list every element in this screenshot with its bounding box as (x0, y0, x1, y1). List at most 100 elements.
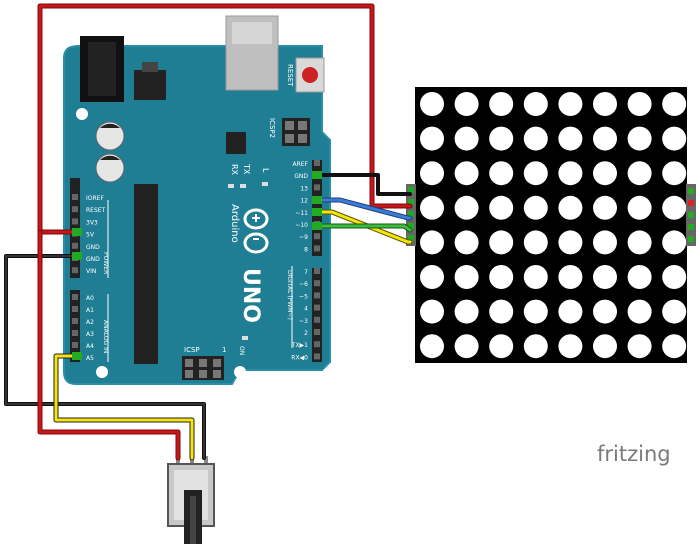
power-pin-socket[interactable] (72, 242, 78, 249)
led-dot (489, 126, 514, 151)
capacitor (95, 153, 125, 183)
digital-header-bottom (312, 268, 322, 362)
led-dot (662, 126, 687, 151)
digital-pin-socket[interactable] (314, 329, 320, 335)
uno-label: UNO (238, 268, 263, 323)
tx-label: TX (242, 163, 251, 175)
digital-pin-socket[interactable] (314, 292, 320, 299)
icsp2-header (282, 118, 310, 146)
analog-pin-socket[interactable] (72, 342, 78, 348)
digital-pin-socket[interactable] (314, 304, 320, 311)
led-dot (662, 92, 687, 116)
arduino-infinity-logo (243, 208, 269, 254)
led-dot (489, 230, 514, 255)
analog-pin-label: A0 (86, 295, 94, 302)
digital-pin-socket[interactable] (314, 316, 320, 323)
power-pin-label: 3V3 (86, 219, 98, 226)
led-dot (523, 334, 548, 359)
led-dot (489, 299, 514, 324)
led-dot (627, 230, 652, 255)
digital-pin-socket[interactable] (314, 341, 320, 348)
led-dot (420, 195, 444, 220)
digital-pin-socket[interactable] (314, 160, 320, 166)
mounting-hole (234, 366, 246, 378)
led-dot (523, 92, 548, 116)
power-pin-socket[interactable] (72, 218, 78, 225)
led-dot (454, 126, 479, 151)
led-dot (627, 92, 652, 116)
analog-pin-label: A3 (86, 331, 94, 338)
led-dot (593, 92, 617, 116)
digital-pin-label: TX▶1 (291, 342, 308, 349)
power-pin-label: 5V (86, 232, 95, 239)
led-dot (454, 230, 479, 255)
led-dot (523, 299, 548, 324)
reset-button-cap[interactable] (302, 67, 318, 83)
led-dot (627, 195, 652, 220)
power-pin-label: RESET (86, 207, 106, 214)
digital-pin-label: ~11 (295, 210, 308, 217)
fritzing-watermark: fritzing (597, 442, 671, 466)
led-dot (627, 334, 652, 359)
voltage-regulator (134, 70, 166, 100)
digital-pin-label: ~10 (295, 222, 308, 229)
led-dot (593, 265, 617, 289)
digital-pin-socket[interactable] (314, 233, 320, 240)
power-pin-label: GND (86, 256, 100, 263)
on-led-label: ON (238, 346, 245, 355)
led-dot (523, 195, 548, 220)
power-pin-socket[interactable] (72, 267, 78, 274)
digital-pin-socket[interactable] (314, 184, 320, 191)
digital-pin-label: 12 (300, 198, 308, 205)
digital-pin-label: RX◀0 (291, 354, 308, 361)
led-dot (593, 334, 617, 359)
wire-gnd-matrix (316, 173, 412, 196)
wires (4, 3, 413, 461)
analog-pin-socket[interactable] (72, 330, 78, 336)
led-dot (523, 230, 548, 255)
led-dot (627, 126, 652, 151)
digital-pin-label: 13 (300, 185, 308, 192)
led-dot (523, 126, 548, 151)
led-dot (662, 265, 687, 289)
digital-pin-socket[interactable] (314, 280, 320, 287)
potentiometer (167, 456, 215, 544)
led-dot (662, 161, 687, 186)
led-dot (420, 161, 444, 186)
analog-pin-socket[interactable] (72, 294, 78, 300)
led-dot (593, 126, 617, 151)
led-dot (489, 265, 514, 289)
digital-pin-socket[interactable] (314, 353, 320, 360)
led-dot (593, 195, 617, 220)
power-pin-label: GND (86, 244, 100, 251)
led-matrix-8x8 (406, 87, 696, 363)
power-pin-socket[interactable] (72, 194, 78, 200)
led-dot (558, 161, 583, 186)
led-dot (454, 334, 479, 359)
led-dot (420, 334, 444, 359)
power-pin-socket[interactable] (72, 206, 78, 213)
digital-pin-socket[interactable] (314, 245, 320, 252)
led-dot (454, 299, 479, 324)
analog-pin-label: A5 (86, 355, 94, 362)
led-dot (523, 161, 548, 186)
analog-pin-label: A4 (86, 343, 94, 350)
atmega-chip (134, 184, 158, 364)
digital-pin-label: 2 (304, 330, 308, 337)
led-dot (420, 126, 444, 151)
digital-pin-label: AREF (292, 161, 308, 168)
l-led-label: L (261, 168, 270, 173)
analog-pin-socket[interactable] (72, 306, 78, 312)
led-dot (420, 265, 444, 289)
led-dot (558, 230, 583, 255)
analog-pin-socket[interactable] (72, 318, 78, 324)
digital-pin-socket[interactable] (314, 268, 320, 274)
led-dot (489, 195, 514, 220)
icsp-label: ICSP (184, 346, 200, 354)
led-dot (420, 299, 444, 324)
led-dot (662, 230, 687, 255)
reset-label: RESET (286, 64, 294, 87)
